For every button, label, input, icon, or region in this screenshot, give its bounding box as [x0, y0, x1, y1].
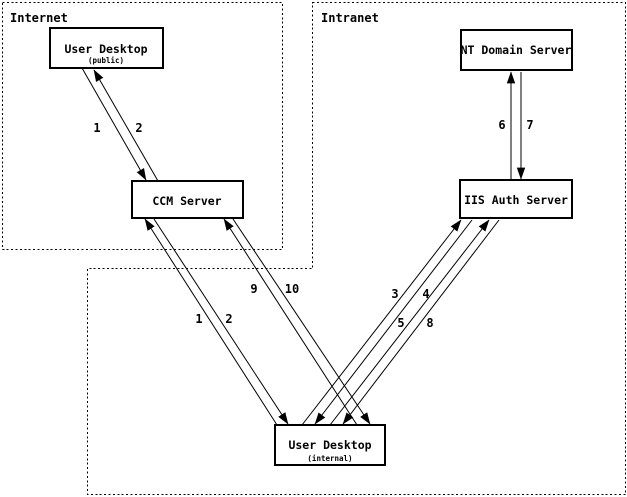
message-5-request-line [329, 219, 490, 426]
message-10-response-line [232, 218, 371, 425]
node-ccm-server-label: CCM Server [152, 194, 221, 208]
node-user-desktop-internal-sublabel: (internal) [307, 454, 352, 463]
message-5-label: 5 [397, 316, 404, 330]
message-10-label: 10 [285, 282, 299, 296]
message-1-internal-label: 1 [195, 312, 202, 326]
zone-internet-label: Internet [10, 11, 68, 25]
message-4-label: 4 [422, 287, 429, 301]
node-nt-domain-server-box [460, 29, 573, 71]
message-3-label: 3 [391, 287, 398, 301]
message-9-request-line [223, 218, 358, 426]
message-2-public-response-line [93, 69, 159, 182]
message-1-internal-request-line [144, 218, 278, 426]
zone-intranet-boundary [87, 2, 626, 495]
zone-intranet-label: Intranet [321, 11, 379, 25]
message-1-public-label: 1 [93, 121, 100, 135]
message-8-label: 8 [426, 316, 433, 330]
message-2-internal-response-line [153, 218, 289, 425]
node-iis-auth-server-label: IIS Auth Server [464, 193, 568, 207]
message-2-internal-label: 2 [225, 312, 232, 326]
message-3-request-line [301, 219, 462, 426]
message-9-label: 9 [250, 282, 257, 296]
message-1-public-request-line [81, 67, 147, 181]
node-user-desktop-internal-box [274, 424, 386, 466]
node-iis-auth-server-box [459, 179, 573, 219]
message-7-label: 7 [526, 118, 533, 132]
node-user-desktop-public-label: User Desktop [64, 42, 147, 56]
message-4-response-line [314, 219, 473, 425]
node-user-desktop-public-box [49, 27, 164, 69]
node-ccm-server-box [131, 180, 244, 219]
node-nt-domain-server-label: NT Domain Server [461, 43, 572, 57]
message-2-public-label: 2 [135, 121, 142, 135]
message-6-label: 6 [498, 118, 505, 132]
node-user-desktop-internal-label: User Desktop [288, 438, 371, 452]
node-user-desktop-public-sublabel: (public) [88, 56, 124, 65]
message-8-response-line [342, 219, 500, 425]
